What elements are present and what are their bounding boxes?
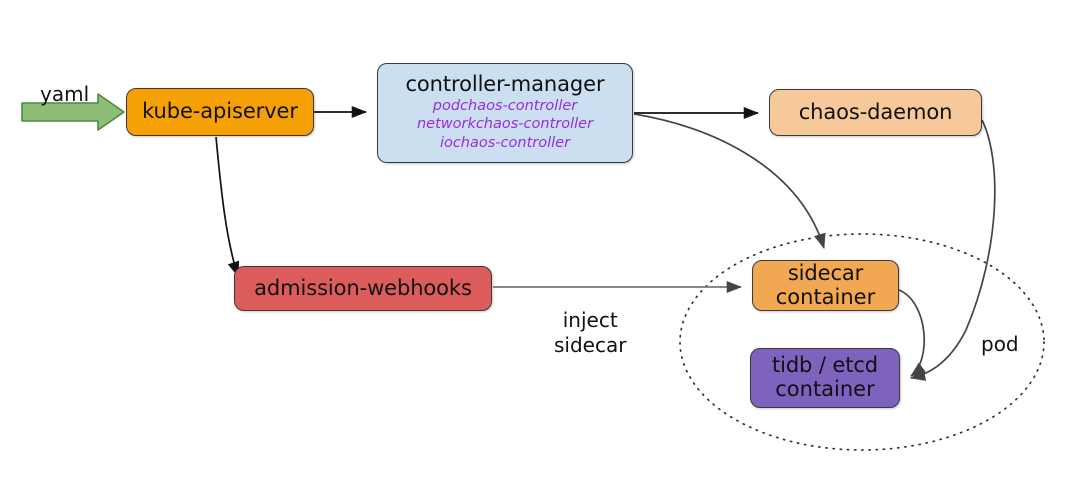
controller-iochaos-label: iochaos-controller xyxy=(439,134,571,151)
group-label-pod: pod xyxy=(981,332,1019,356)
node-tidb-etcd-container-label-line1: tidb / etcd xyxy=(771,353,879,378)
node-tidb-etcd-container[interactable]: tidb / etcd container xyxy=(750,348,900,408)
node-kube-apiserver-label: kube-apiserver xyxy=(142,99,298,124)
controller-podchaos-label: podchaos-controller xyxy=(432,97,578,114)
node-sidecar-container[interactable]: sidecar container xyxy=(752,260,899,311)
node-controller-manager-label: controller-manager xyxy=(405,72,605,96)
edge-apiserver-to-webhooks xyxy=(215,136,240,277)
node-chaos-daemon-label: chaos-daemon xyxy=(798,99,953,124)
edge-label-inject-sidecar: inject sidecar xyxy=(554,308,626,358)
node-sidecar-container-label-line1: sidecar xyxy=(787,260,864,285)
node-admission-webhooks[interactable]: admission-webhooks xyxy=(234,266,492,311)
edge-label-inject-sidecar-line1: inject xyxy=(562,308,618,332)
node-controller-manager[interactable]: controller-manager podchaos-controller n… xyxy=(377,63,633,163)
node-sidecar-container-label-line2: container xyxy=(775,284,876,309)
edge-sidecar-to-tidb xyxy=(898,289,926,377)
node-tidb-etcd-container-label-line2: container xyxy=(775,377,875,401)
controller-networkchaos-label: networkchaos-controller xyxy=(416,116,594,133)
node-chaos-daemon[interactable]: chaos-daemon xyxy=(769,89,982,136)
edge-label-yaml: yaml xyxy=(40,82,90,106)
edge-label-inject-sidecar-line2: sidecar xyxy=(554,333,627,357)
node-kube-apiserver[interactable]: kube-apiserver xyxy=(126,88,314,136)
node-admission-webhooks-label: admission-webhooks xyxy=(254,275,472,300)
